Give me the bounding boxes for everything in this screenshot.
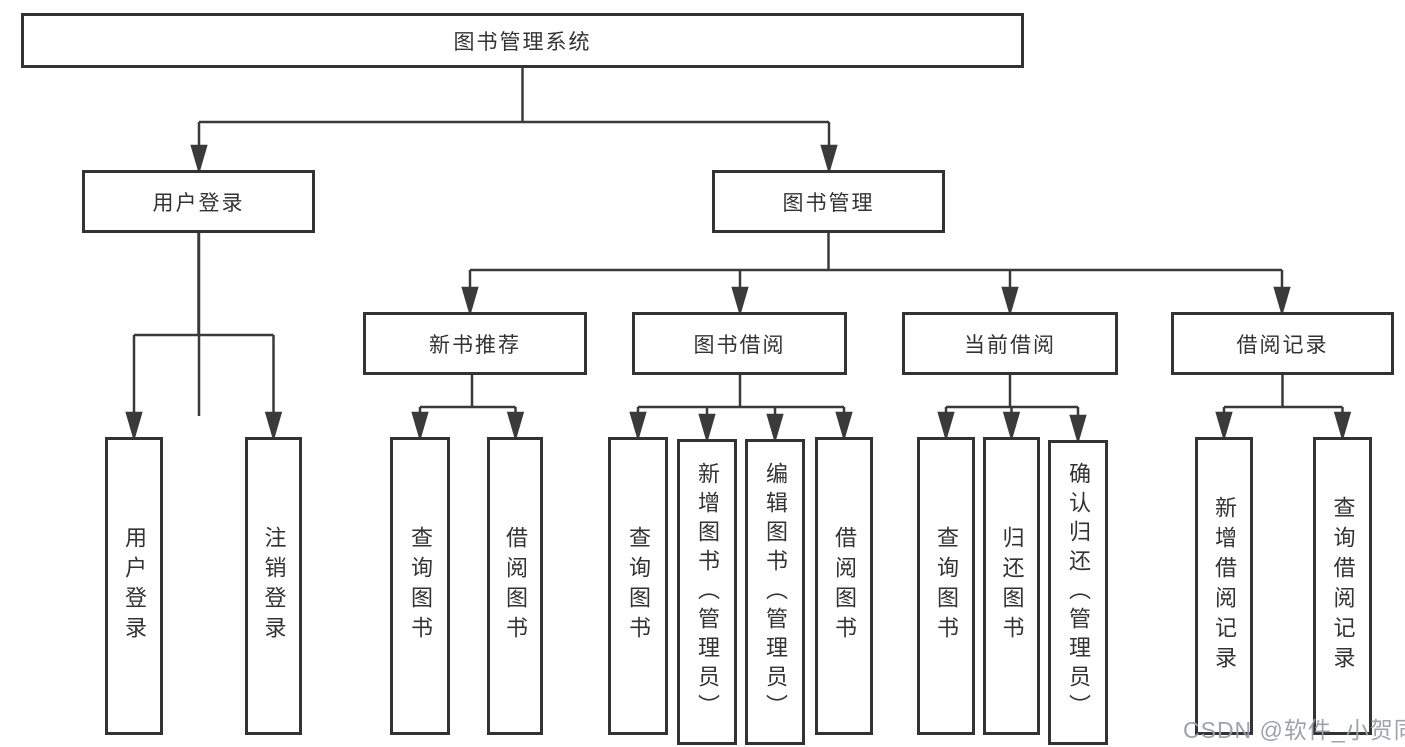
edge-current-to-leaves — [937, 375, 1087, 445]
leaf-query-books-1: 查询图书 — [390, 437, 450, 735]
leaf-user-login: 用户登录 — [105, 437, 163, 735]
edge-borrow-to-leaves — [629, 375, 853, 444]
edge-records-to-leaves — [1215, 375, 1352, 442]
csdn-watermark: CSDN @软件_小贺同学 — [1183, 717, 1405, 743]
node-book-management-branch: 图书管理 — [712, 170, 945, 233]
edge-userlogin-to-leaves — [125, 233, 283, 442]
edge-bookmgmt-to-level3 — [461, 233, 1291, 317]
leaf-add-books-admin: 新增图书（管理员） — [677, 439, 737, 745]
leaf-borrow-books-1: 借阅图书 — [487, 437, 543, 735]
node-label: 当前借阅 — [964, 333, 1056, 357]
node-current-borrowing: 当前借阅 — [902, 312, 1118, 375]
node-label: 图书管理系统 — [453, 30, 592, 54]
node-label: 图书借阅 — [693, 333, 786, 357]
leaf-borrow-books-2: 借阅图书 — [815, 437, 873, 735]
leaf-logout: 注销登录 — [245, 437, 302, 735]
edge-newbooks-to-leaves — [411, 375, 525, 442]
leaf-query-borrow-record: 查询借阅记录 — [1313, 437, 1372, 735]
node-label: 借阅记录 — [1236, 333, 1329, 357]
node-library-management-system: 图书管理系统 — [21, 13, 1024, 68]
leaf-add-borrow-record: 新增借阅记录 — [1195, 437, 1253, 735]
node-label: 图书管理 — [782, 191, 875, 215]
node-book-borrowing: 图书借阅 — [632, 312, 847, 375]
leaf-return-books: 归还图书 — [983, 437, 1040, 735]
node-new-book-recommendation: 新书推荐 — [363, 312, 587, 375]
leaf-confirm-return-admin: 确认归还（管理员） — [1048, 440, 1108, 745]
node-label: 用户登录 — [152, 191, 245, 215]
node-label: 新书推荐 — [429, 333, 521, 357]
edge-root-to-level2 — [190, 68, 838, 416]
node-user-login-branch: 用户登录 — [82, 170, 315, 233]
leaf-query-books-3: 查询图书 — [917, 437, 975, 735]
node-borrowing-records: 借阅记录 — [1171, 312, 1394, 375]
leaf-edit-books-admin: 编辑图书（管理员） — [745, 439, 805, 745]
leaf-query-books-2: 查询图书 — [608, 437, 668, 735]
